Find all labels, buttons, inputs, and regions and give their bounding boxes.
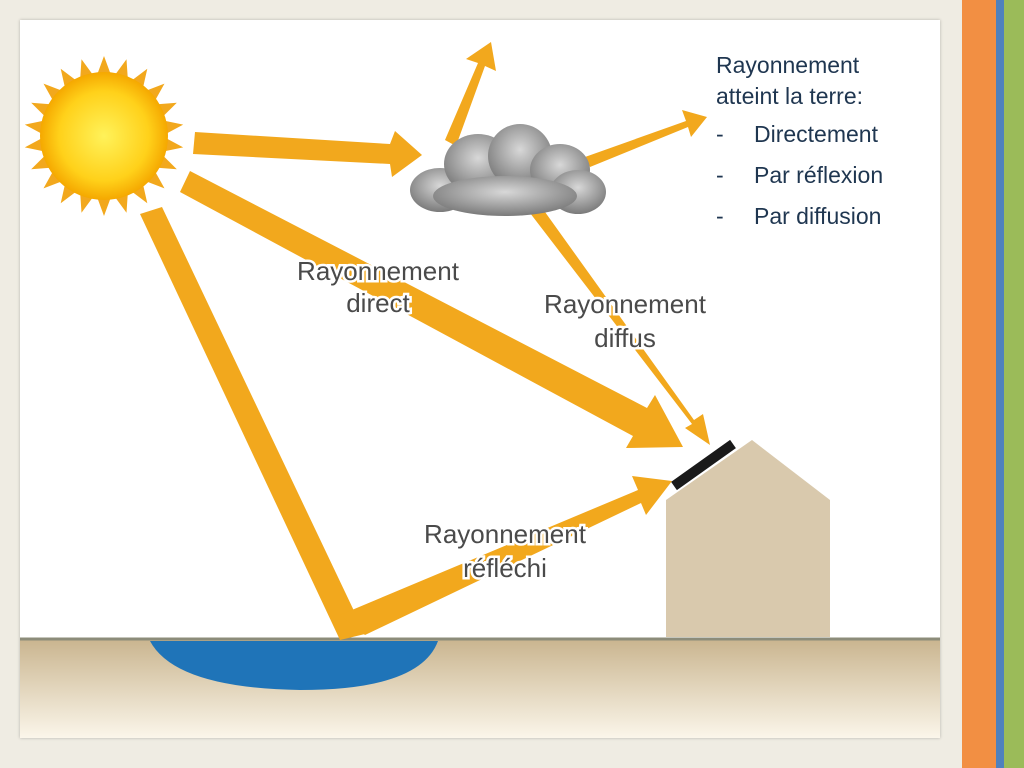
caption-item-text: Directement <box>754 121 878 147</box>
caption-heading-line2: atteint la terre: <box>716 83 864 109</box>
cloud-ray-right <box>585 110 707 167</box>
caption-item-dash: - <box>716 203 724 229</box>
caption-item-diffusion: - Par diffusion <box>716 201 936 242</box>
diffuse-ray-to-house <box>530 205 710 445</box>
reflected-ray-to-house <box>340 476 672 635</box>
caption-item-dash: - <box>716 162 724 188</box>
caption-item-direct: - Directement <box>716 119 936 160</box>
solar-panel <box>671 439 736 491</box>
cloud <box>410 124 606 216</box>
caption-heading-line1: Rayonnement <box>716 52 860 78</box>
house <box>666 440 830 637</box>
water-pond <box>150 641 438 690</box>
label-diffus-line1: Rayonnement <box>544 289 707 319</box>
direct-ray-to-cloud <box>193 131 422 177</box>
caption-item-text: Par réflexion <box>754 162 884 188</box>
caption-panel: Rayonnement atteint la terre: - Directeme… <box>716 50 936 242</box>
label-diffus-line2: diffus <box>594 323 656 353</box>
cloud-ray-up <box>445 42 496 146</box>
side-stripe-blue <box>996 0 1004 768</box>
label-direct-line1: Rayonnement <box>297 256 460 286</box>
sun <box>40 72 168 200</box>
caption-item-dash: - <box>716 121 724 147</box>
label-direct-line2: direct <box>346 288 410 318</box>
label-reflechi-line2: réfléchi <box>463 553 547 583</box>
ray-to-water <box>140 207 365 640</box>
caption-list: - Directement - Par réflexion - Par diffusi… <box>716 119 936 242</box>
ground <box>20 638 940 738</box>
label-reflechi-line1: Rayonnement <box>424 519 587 549</box>
caption-item-reflexion: - Par réflexion <box>716 160 936 201</box>
side-stripe-orange <box>962 0 996 768</box>
direct-ray-to-house <box>180 171 683 448</box>
caption-item-text: Par diffusion <box>754 203 882 229</box>
side-stripe-green <box>1004 0 1024 768</box>
